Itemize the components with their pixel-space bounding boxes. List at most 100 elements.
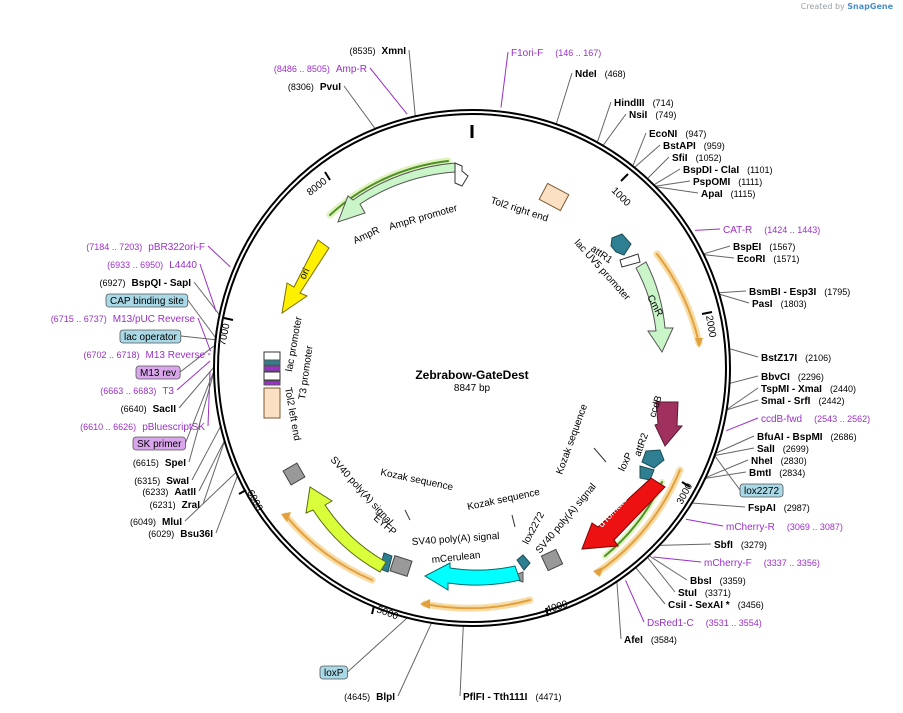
- site-label: BstZ17I: [761, 353, 797, 364]
- features: [263, 162, 684, 591]
- site-position: (959): [704, 141, 725, 151]
- primer-label: mCherry-R: [726, 522, 775, 533]
- feature-cmr: [635, 261, 674, 354]
- orf-arc-ampr-core: [329, 160, 449, 216]
- primer-label: CAT-R: [723, 225, 752, 236]
- primer-line: [197, 317, 212, 352]
- site-line: [729, 375, 759, 384]
- primer-range: (146 .. 167): [555, 48, 601, 58]
- backbone-outer: [213, 109, 731, 627]
- site-position: (3371): [705, 588, 731, 598]
- site-line: [719, 293, 750, 304]
- site-position: (3584): [651, 635, 677, 645]
- site-line: [555, 72, 573, 125]
- site-label: BfuAI - BspMI: [757, 432, 823, 443]
- orf-arrowhead-mcerulean: [420, 599, 430, 609]
- primer-label: pBR322ori-F: [148, 242, 205, 253]
- tick-5000: 5000: [375, 604, 400, 622]
- feature-t3-promoter: [263, 371, 281, 381]
- primer-line: [685, 518, 724, 527]
- primer-line: [199, 263, 217, 312]
- site-line: [715, 435, 755, 454]
- primer-range: (6610 .. 6626): [80, 422, 136, 432]
- feature-sv40-polya-2: [389, 554, 413, 578]
- site-position: (1115): [731, 189, 756, 199]
- feature-m13-rev: [263, 380, 281, 386]
- site-position: (749): [655, 110, 676, 120]
- primer-label: M13 Reverse: [146, 350, 206, 361]
- site-position: (1803): [781, 299, 807, 309]
- primer-label: Amp-R: [336, 64, 367, 75]
- primer-label: ccdB-fwd: [761, 414, 802, 425]
- primer-label: M13/pUC Reverse: [113, 314, 196, 325]
- feature-ori: [281, 239, 330, 315]
- orf-arrowhead-eyfp: [281, 512, 291, 522]
- site-line: [397, 622, 433, 697]
- site-line: [632, 132, 647, 167]
- site-position: (3359): [720, 576, 746, 586]
- label-cmr: CmR: [644, 293, 664, 318]
- site-line: [343, 85, 376, 130]
- label-mcerulean: mCerulean: [431, 550, 481, 566]
- tick-8000: 8000: [305, 176, 330, 199]
- primer-label: DsRed1-C: [647, 618, 694, 629]
- primer-label: mCherry-F: [704, 558, 752, 569]
- site-label: SalI: [757, 444, 775, 455]
- site-position: (6615): [133, 458, 159, 468]
- feature-lac-uv5-promoter: [619, 253, 641, 268]
- orf-arc-eyfp-core: [285, 515, 373, 581]
- site-label: TspMI - XmaI: [761, 384, 822, 395]
- site-label: SbfI: [714, 540, 733, 551]
- site-line: [653, 168, 681, 186]
- tick-1000: 1000: [609, 185, 633, 209]
- site-position: (1111): [738, 177, 762, 187]
- site-position: (947): [685, 129, 706, 139]
- primer-label: L4440: [169, 260, 197, 271]
- feature-lac-promoter: [263, 351, 281, 361]
- site-line: [646, 156, 670, 180]
- site-label: PasI: [752, 299, 773, 310]
- site-line: [705, 459, 749, 479]
- feature-tag-box: [135, 365, 181, 380]
- site-label: AatII: [174, 487, 196, 498]
- site-label: BspEI: [733, 242, 762, 253]
- orf-arrowhead-dtomato: [593, 567, 603, 577]
- site-label: BmtI: [749, 468, 771, 479]
- site-label: PflFI - Tth111I: [463, 692, 528, 703]
- primer-line: [694, 228, 721, 231]
- site-label: XmnI: [382, 46, 407, 57]
- site-position: (2987): [784, 503, 810, 513]
- site-line: [198, 440, 225, 492]
- feature-tag-box: [105, 293, 189, 308]
- site-line: [703, 245, 731, 255]
- feature-loxp: [639, 465, 655, 481]
- feature-ccdb: [654, 401, 684, 447]
- site-line: [202, 440, 226, 505]
- site-line: [655, 186, 699, 194]
- site-label: CsiI - SexAI *: [668, 600, 730, 611]
- primer-line: [726, 417, 759, 432]
- feature-sv40-polya-1: [540, 548, 564, 572]
- orf-arc-cmr-core: [656, 253, 700, 344]
- site-label: FspAI: [748, 503, 776, 514]
- feature-tag-label: M13 rev: [140, 368, 176, 379]
- site-label: SacII: [153, 404, 177, 415]
- feature-tol2-left-end: [263, 387, 281, 419]
- site-position: (6927): [100, 278, 126, 288]
- feature-tol2-right-end: [538, 182, 570, 212]
- label-kozak-1: Kozak sequence: [554, 402, 590, 476]
- site-label: SmaI - SrfI: [761, 396, 811, 407]
- site-line: [616, 581, 622, 640]
- site-label: EcoRI: [737, 254, 766, 265]
- feature-ampr: [337, 162, 456, 223]
- primer-line: [207, 245, 231, 268]
- primer-label: T3: [162, 386, 174, 397]
- primer-range: (2543 .. 2562): [814, 414, 870, 424]
- primer-range: (6715 .. 6737): [51, 314, 107, 324]
- site-line: [691, 502, 746, 508]
- site-position: (2699): [783, 444, 809, 454]
- site-label: SwaI: [166, 476, 189, 487]
- site-line: [659, 543, 712, 546]
- site-label: PvuI: [320, 82, 341, 93]
- feature-tag-box: [319, 665, 348, 680]
